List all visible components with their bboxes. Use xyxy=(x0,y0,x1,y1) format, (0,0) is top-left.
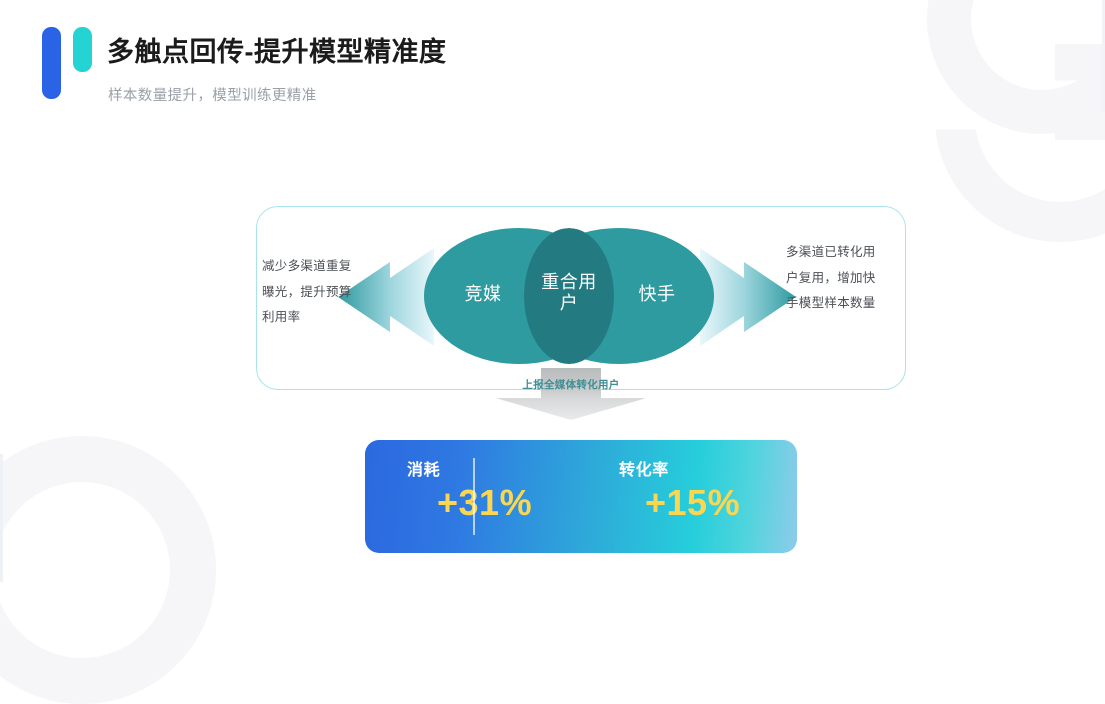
logo-bar-cyan-icon xyxy=(73,27,92,72)
decor-ring-top-right xyxy=(927,0,1105,134)
stat-cell-consumption: 消耗 +31% xyxy=(365,440,581,553)
decor-bars-top-right xyxy=(1055,44,1105,140)
stat-label: 转化率 xyxy=(619,462,669,479)
decor-ring-bottom-left xyxy=(0,436,216,704)
venn-diagram: 竞媒 快手 重合用户 xyxy=(424,228,714,364)
venn-overlap xyxy=(524,228,614,364)
stat-label: 消耗 xyxy=(407,462,441,479)
report-down-arrow-icon: 上报全媒体转化用户 xyxy=(496,368,646,420)
venn-label-overlap: 重合用户 xyxy=(541,272,597,314)
logo-bar-blue-icon xyxy=(42,27,61,99)
down-arrow-shape xyxy=(496,368,646,420)
stat-divider xyxy=(473,458,475,535)
decor-edge-left xyxy=(0,454,3,582)
venn-label-right: 快手 xyxy=(638,284,676,304)
left-benefit-text: 减少多渠道重复曝光，提升预算利用率 xyxy=(262,259,352,325)
right-benefit-text: 多渠道已转化用户复用，增加快手模型样本数量 xyxy=(786,245,876,311)
page-subtitle: 样本数量提升，模型训练更精准 xyxy=(108,88,317,104)
stats-banner: 消耗 +31% 转化率 +15% xyxy=(365,440,797,553)
page-title: 多触点回传-提升模型精准度 xyxy=(107,37,447,67)
right-arrow-icon xyxy=(700,248,804,346)
logo-mark xyxy=(42,27,92,99)
venn-label-left: 竞媒 xyxy=(464,284,502,304)
decor-arc-top-right xyxy=(935,129,1105,242)
stat-value: +31% xyxy=(437,482,533,523)
left-arrow-icon xyxy=(330,248,434,346)
stat-cell-conversion-rate: 转化率 +15% xyxy=(581,440,797,553)
down-arrow-label: 上报全媒体转化用户 xyxy=(522,379,620,391)
stat-value: +15% xyxy=(645,482,741,523)
